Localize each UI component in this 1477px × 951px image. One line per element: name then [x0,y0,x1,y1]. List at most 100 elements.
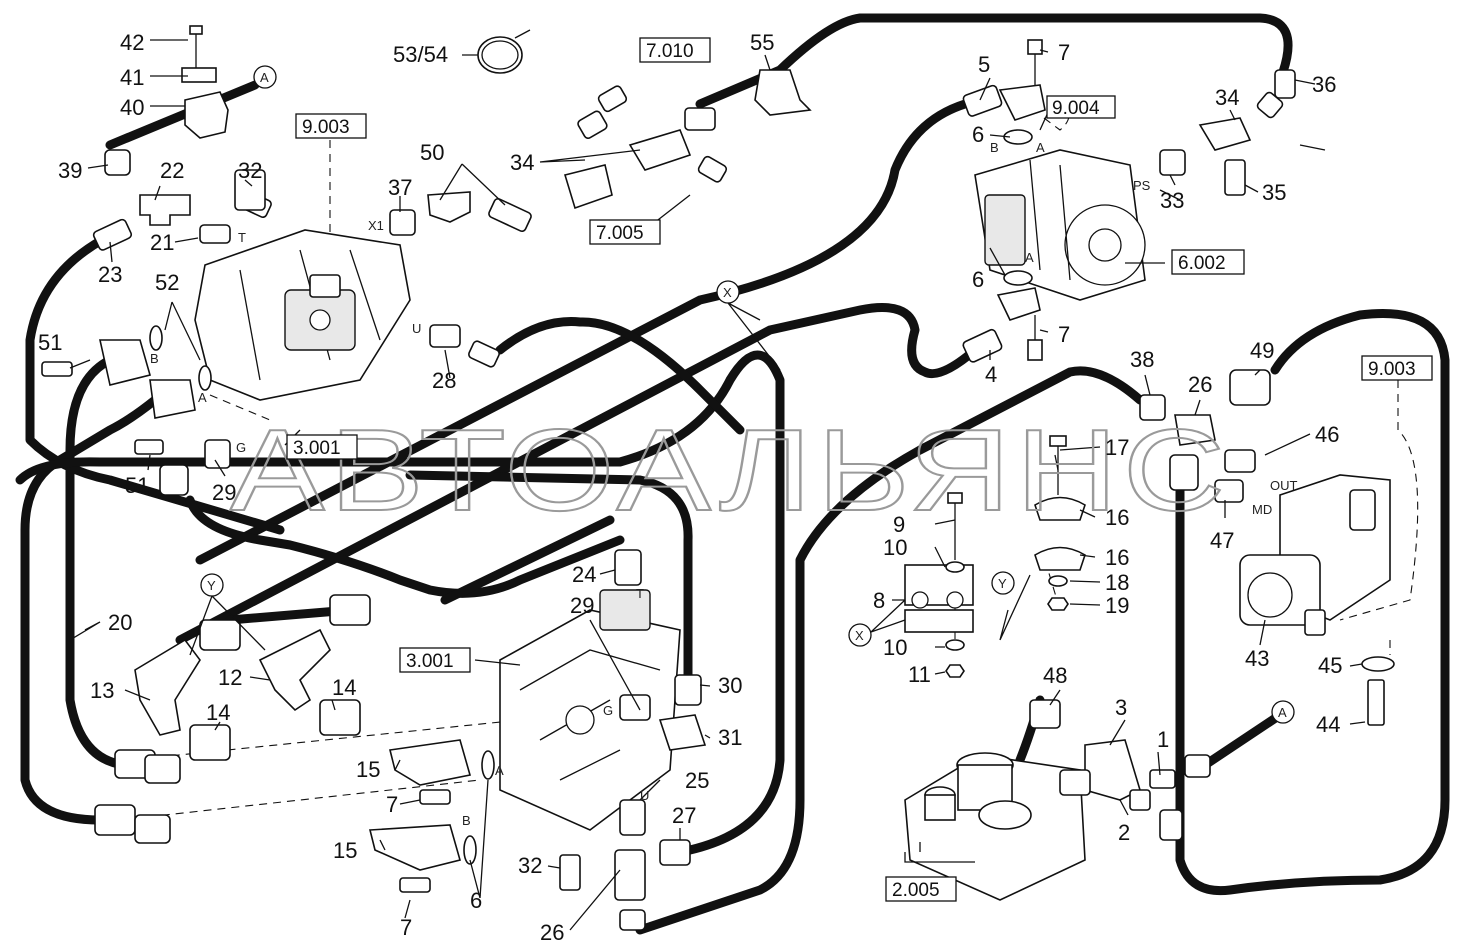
callout: 16 [1105,505,1129,530]
watermark: АВТОАЛЬЯНС [230,405,1230,535]
callout: 7 [400,915,412,940]
port-u-upper: U [412,321,421,336]
callout: 44 [1316,712,1340,737]
callout: 42 [120,30,144,55]
port-t-upper: T [238,230,246,245]
callout-numbers: 42 41 40 39 22 21 23 52 51 51 29 32 37 5… [38,30,1342,945]
ref-box-6002: 6.002 [1178,253,1226,274]
callout: 51 [38,330,62,355]
callout: 8 [873,588,885,613]
callout: 24 [572,562,596,587]
motor-lower [499,589,681,831]
callout: 27 [672,803,696,828]
motor-upper [194,229,411,401]
callout: 22 [160,158,184,183]
callout: 39 [58,158,82,183]
reference-boxes: 9.003 7.010 7.005 3.001 9.004 6.002 9.00… [286,37,1433,902]
hose-clamp-ring [462,29,531,74]
callout: 37 [388,175,412,200]
callout: 28 [432,368,456,393]
callout: 9 [893,512,905,537]
callout: 14 [332,675,356,700]
callout: 13 [90,678,114,703]
callout: 33 [1160,188,1184,213]
ref-box-2005: 2.005 [892,880,940,901]
callout: 15 [356,757,380,782]
ref-box-7010: 7.010 [646,41,694,62]
clamp-bracket [181,25,229,139]
port-b-lower: B [462,813,471,828]
callout: 32 [518,853,542,878]
callout: 53/54 [393,42,448,67]
clamp-set [904,435,1086,678]
callout: 49 [1250,338,1274,363]
callout: 10 [883,535,907,560]
callout: 6 [972,122,984,147]
callout: 40 [120,95,144,120]
callout: 19 [1105,593,1129,618]
port-g-upper: G [236,440,246,455]
callout: 38 [1130,347,1154,372]
ref-box-3001-lower: 3.001 [406,651,454,672]
hose-lines [15,13,1450,935]
marker-y-left: Y [207,578,216,593]
marker-a-top: A [260,70,269,85]
callout: 15 [333,838,357,863]
ref-box-7005: 7.005 [596,223,644,244]
callout: 11 [908,662,931,687]
callout: 46 [1315,422,1339,447]
callout: 29 [212,480,236,505]
callout: 29 [570,593,594,618]
callout: 2 [1118,820,1130,845]
port-out: OUT [1270,478,1298,493]
fittings [41,39,1395,931]
callout: 7 [386,792,398,817]
callout: 55 [750,30,774,55]
marker-x-top: X [723,285,732,300]
port-a-lower: A [495,763,504,778]
callout: 21 [150,230,174,255]
callout: 4 [985,362,997,387]
callout: 10 [883,635,907,660]
callout: 14 [206,700,230,725]
ref-box-9003-left: 9.003 [302,117,350,138]
port-a-pump: A [1036,140,1045,155]
detail-markers: A A X X Y Y [189,65,1295,724]
marker-x-clamp: X [855,628,864,643]
callout: 1 [1157,727,1169,752]
callout: 50 [420,140,444,165]
callout: 3 [1115,695,1127,720]
callout: 16 [1105,545,1129,570]
callout: 25 [685,768,709,793]
callout: 35 [1262,180,1286,205]
callout: 26 [540,920,564,945]
pump [974,149,1146,301]
callout: 17 [1105,435,1129,460]
callout: 31 [718,725,742,750]
callout: 7 [1058,322,1070,347]
callout: 36 [1312,72,1336,97]
tank-block [904,752,1086,901]
port-a-upper: A [198,390,207,405]
port-g-lower: G [603,703,613,718]
callout: 20 [108,610,132,635]
valve-block [1239,474,1391,636]
callout: 18 [1105,570,1129,595]
port-u-lower: U [640,788,649,803]
callout: 6 [470,888,482,913]
port-ps: PS [1133,178,1151,193]
callout: 41 [120,65,144,90]
port-t-lower: T [636,586,644,601]
callout: 45 [1318,653,1342,678]
port-md: MD [1252,502,1272,517]
callout: 23 [98,262,122,287]
port-b-pump: B [990,140,999,155]
ref-box-9003-right: 9.003 [1368,359,1416,380]
callout: 30 [718,673,742,698]
callout: 48 [1043,663,1067,688]
callout: 43 [1245,646,1269,671]
callout: 52 [155,270,179,295]
marker-a-bottom: A [1278,705,1287,720]
